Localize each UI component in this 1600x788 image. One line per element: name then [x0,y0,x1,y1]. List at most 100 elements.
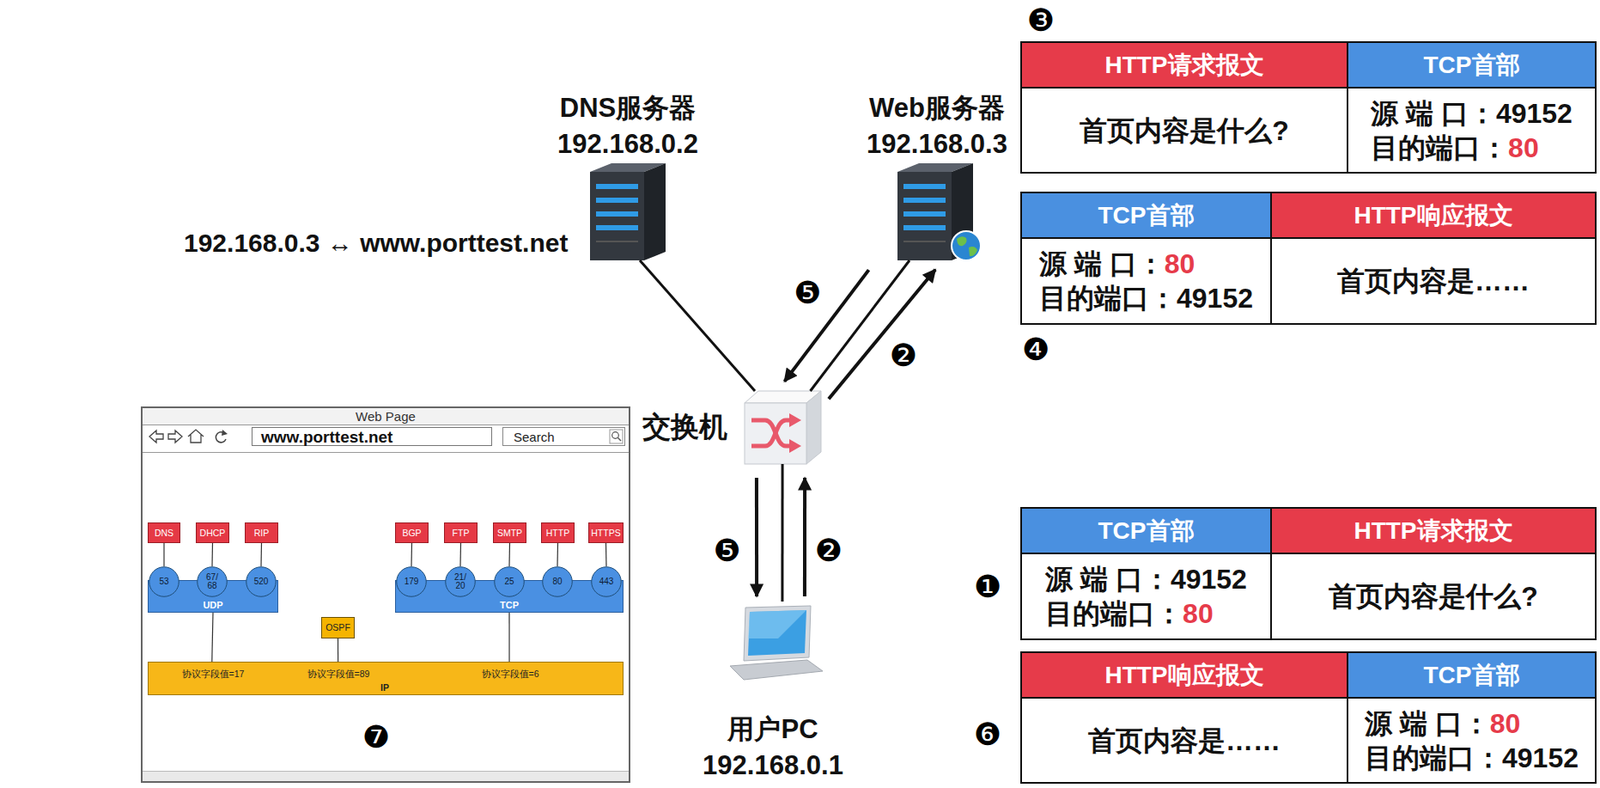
laptop-base [730,659,823,680]
cell-header: HTTP请求报文 [1271,508,1595,554]
protocol-name: HTTP [546,528,570,538]
connector-line [410,542,413,566]
server-slot [596,183,639,189]
port-circle: 80 [541,565,573,597]
server-front [897,171,952,261]
protocol-name: DNS [154,528,174,538]
flow-arrow [754,477,759,597]
port-circle-outline [591,566,622,597]
cell-header: TCP首部 [1022,193,1271,239]
back-button [149,430,164,443]
callout-number: ❷ [889,340,918,372]
browser-chrome [142,407,629,781]
device-name: 用户PC [727,711,818,748]
port-number: 443 [596,577,616,587]
protocol-box: RIP [244,522,279,543]
refresh-arrowhead [221,429,228,436]
toolbar-line [142,451,629,453]
cell-header: TCP首部 [1348,652,1595,699]
port-number: 80 [1490,707,1521,739]
protocol-field: 协议字段值=89 [307,669,371,679]
url-text: www.porttest.net [261,428,393,445]
server-slot [903,240,946,243]
home-button [188,429,204,443]
server-slot [596,225,639,231]
protocol-box: HTTP [541,522,575,543]
callout-number: ❺ [713,535,742,566]
connector-line [211,542,213,566]
tcp-header-cell: TCP首部源 端 口：49152目的端口：80 [1020,506,1272,640]
cell-header: HTTP响应报文 [1022,652,1347,699]
switch-arrowhead [789,438,802,453]
port-number: 67/ 68 [202,572,222,591]
protocol-name: SMTP [497,528,523,538]
port-number: 53 [154,577,174,587]
device-name: 交换机 [642,407,728,447]
switch-arrow [751,419,791,446]
screen-glare [748,609,807,639]
protocol-name: FTP [452,528,470,538]
port-circle: 67/ 68 [196,565,228,597]
status-bar-line [142,770,629,772]
protocol-box: OSPF [321,616,355,639]
address-bar: www.porttest.net [251,426,493,446]
protocol-box: DHCP [195,522,230,543]
ip-address: 192.168.0.1 [702,747,844,784]
network-cable [639,260,755,391]
search-text: Search [513,430,555,444]
switch-arrowhead [789,413,802,427]
globe-icon [951,231,981,261]
server-name: DNS服务器 [559,90,696,127]
port-number: 49152 [1176,282,1254,314]
web-server: Web服务器192.168.0.3 [851,90,1023,261]
magnifier-handle [617,437,621,441]
port-circle: 53 [148,565,180,597]
protocol-box: DNS [147,522,181,543]
title-bar-line [142,424,629,426]
cell-header: TCP首部 [1348,42,1595,89]
protocol-box: BGP [395,522,429,543]
callout-number: ❹ [1022,334,1050,366]
protocol-name: IP [380,682,390,693]
connector-line [212,612,213,662]
ip-band: 协议字段值=17协议字段值=89协议字段值=6IP [147,661,624,695]
flow-arrow [803,477,807,597]
flow-arrow [828,269,936,399]
connector-line [508,612,510,662]
forward-button [168,430,183,443]
port-number: 520 [251,577,271,587]
port-number: 80 [1164,248,1196,280]
protocol-box: SMTP [492,522,527,543]
cell-header: TCP首部 [1022,508,1271,554]
callout-number: ❸ [1027,5,1055,37]
field-name: 目的端口： [1045,597,1183,629]
port-circle: 443 [590,565,622,597]
user-pc: 用户PC192.168.0.1 [682,601,864,784]
search-button [609,429,623,444]
laptop-lid [743,605,811,661]
port-circle: 520 [245,565,277,597]
ip-address: 192.168.0.3 [866,126,1008,163]
connector-line [337,638,339,662]
tcp-header-cell: TCP首部源 端 口：49152目的端口：80 [1346,41,1597,174]
field-name: 目的端口： [1039,282,1177,314]
message-text: 首页内容是…… [1088,723,1281,758]
laptop-icon [730,605,823,680]
protocol-name: RIP [254,528,270,538]
tcp-header-cell: TCP首部源 端 口：80目的端口：49152 [1020,191,1272,325]
http-message-cell: HTTP请求报文首页内容是什么? [1270,506,1597,640]
switch-front [744,402,807,464]
port-circle: 21/ 20 [444,565,476,597]
server-slot [903,225,946,231]
protocol-name: BGP [401,528,421,538]
http-message-cell: HTTP响应报文首页内容是…… [1270,191,1597,325]
connector-line [260,542,262,566]
laptop-screen [748,609,807,656]
callout-number: ❼ [362,721,390,753]
switch-side [806,390,822,464]
cell-header: HTTP响应报文 [1271,193,1595,239]
switch-arrow [751,419,791,446]
server-slot [596,197,639,203]
globe [951,231,981,261]
port-circle-outline [149,566,180,597]
